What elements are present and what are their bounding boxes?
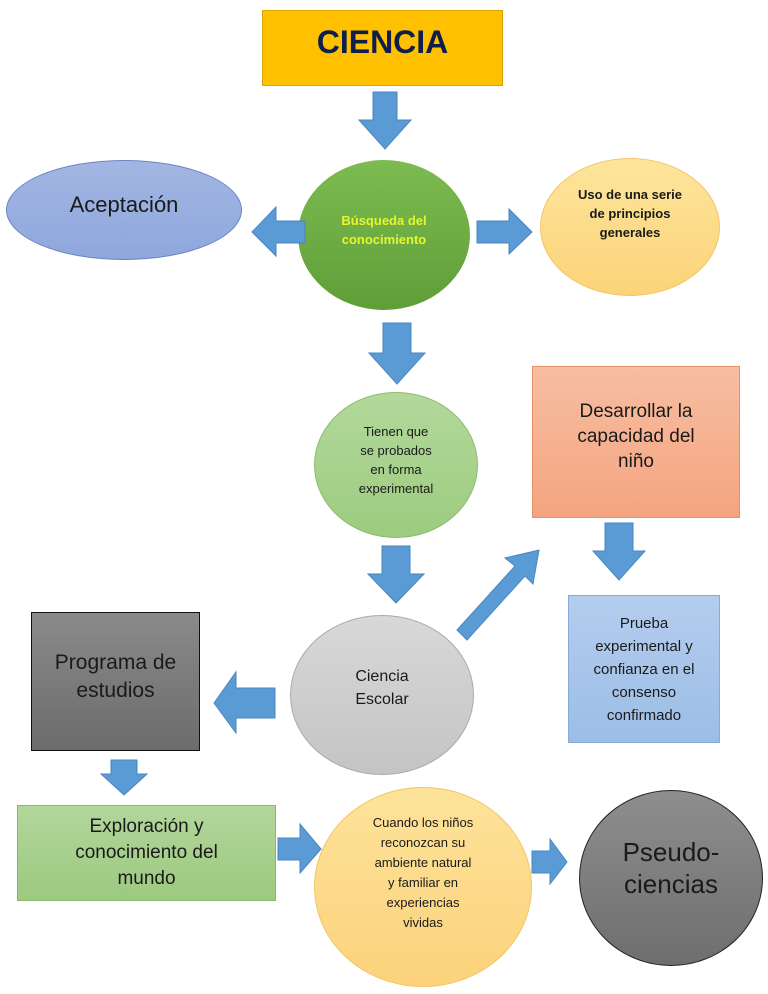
arrow-down-icon [591,522,647,581]
ciencia-escolar-label: Ciencia Escolar [355,668,409,708]
ciencia-title-box: CIENCIA [262,10,503,86]
arrow-right-icon [476,207,533,256]
arrow-exploracion-to-cuando [277,822,322,875]
arrow-cuando-to-pseudociencias [531,837,568,886]
busqueda-node: Búsqueda del conocimiento [298,160,470,310]
arrow-programa-to-exploracion [99,759,149,796]
arrow-right-icon [277,822,322,875]
exploracion-node: Exploración y conocimiento del mundo [17,805,276,901]
arrow-right-icon [531,837,568,886]
aceptacion-label: Aceptación [69,192,179,217]
arrow-down-icon [357,91,413,150]
uso-principios-node: Uso de una serie de principios generales [540,158,720,296]
arrow-busqueda-to-aceptacion [251,205,306,258]
desarrollar-label: Desarrollar la capacidad del niño [577,401,695,472]
arrow-ciencia-to-busqueda [357,91,413,150]
arrow-left-icon [213,670,276,735]
ciencia-escolar-node: Ciencia Escolar [290,615,474,775]
arrow-down-icon [99,759,149,796]
arrow-busqueda-to-uso [476,207,533,256]
arrow-down-icon [366,545,426,604]
probados-node: Tienen que se probados en forma experime… [314,392,478,538]
arrow-escolar-to-programa [213,670,276,735]
arrow-busqueda-to-probados [367,322,427,385]
prueba-label: Prueba experimental y confianza en el co… [593,614,695,724]
arrow-probados-to-escolar [366,545,426,604]
programa-node: Programa de estudios [31,612,200,751]
programa-label: Programa de estudios [54,651,177,702]
pseudociencias-label: Pseudo- ciencias [622,837,720,899]
arrow-escolar-to-desarrollar [455,548,545,644]
cuando-ninos-label: Cuando los niños reconozcan su ambiente … [372,815,474,930]
ciencia-title: CIENCIA [316,23,449,60]
cuando-ninos-node: Cuando los niños reconozcan su ambiente … [314,787,532,987]
busqueda-label: Búsqueda del conocimiento [341,213,427,247]
arrow-down-icon [367,322,427,385]
arrow-left-icon [251,205,306,258]
aceptacion-node: Aceptación [6,160,242,260]
exploracion-label: Exploración y conocimiento del mundo [75,816,218,889]
uso-principios-label: Uso de una serie de principios generales [577,186,683,240]
desarrollar-node: Desarrollar la capacidad del niño [532,366,740,518]
arrow-diagonal-up-right-icon [456,549,540,641]
arrow-desarrollar-to-prueba [591,522,647,581]
probados-label: Tienen que se probados en forma experime… [358,424,434,496]
prueba-node: Prueba experimental y confianza en el co… [568,595,720,743]
pseudociencias-node: Pseudo- ciencias [579,790,763,966]
